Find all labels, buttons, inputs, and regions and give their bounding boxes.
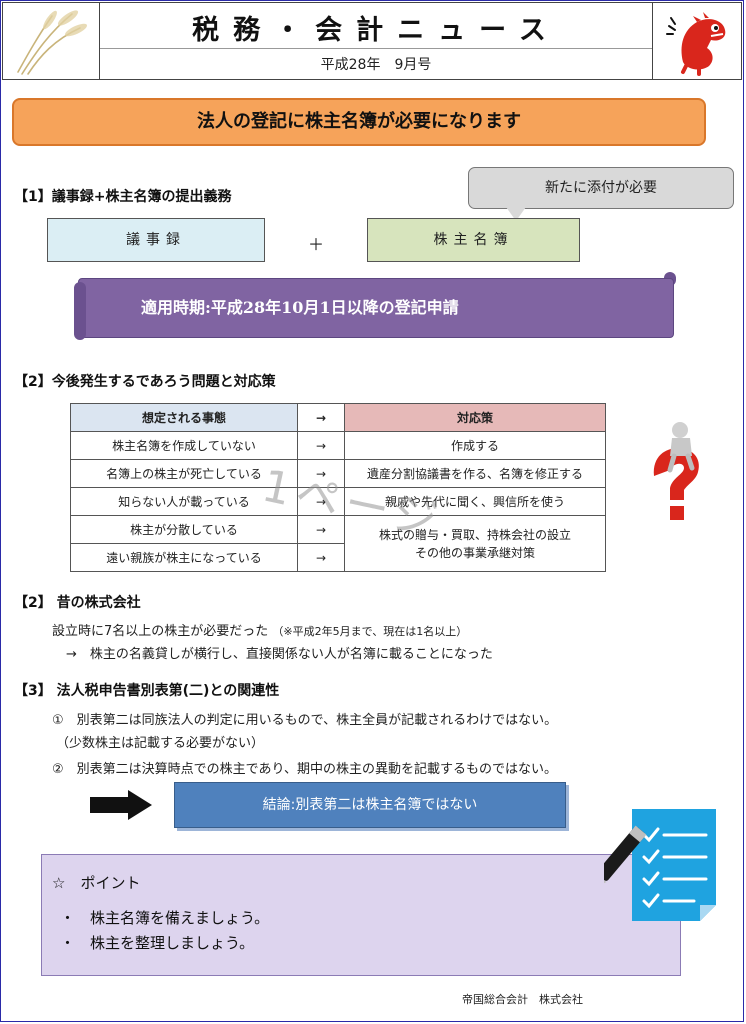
arrow-right-icon	[90, 797, 130, 813]
header-arrow: →	[297, 403, 345, 432]
question-mark-figure-icon	[653, 422, 699, 520]
table-row: 株主が分散している → 株式の贈与・買取、持株会社の設立 その他の事業承継対策	[70, 515, 606, 572]
dinosaur-mascot-icon	[666, 12, 726, 76]
scenario-cell: 遠い親族が株主になっている	[70, 543, 298, 572]
checklist-document-icon	[604, 809, 716, 921]
issue-date: 平成28年 9月号	[320, 57, 432, 73]
scenario-cell: 株主が分散している	[70, 515, 298, 544]
merged-line-1: 株式の贈与・買取、持株会社の設立	[378, 527, 571, 542]
table-row: 知らない人が載っている → 親戚や先代に聞く、興信所を使う	[70, 487, 606, 516]
merged-countermeasure-cell: 株式の贈与・買取、持株会社の設立 その他の事業承継対策	[344, 515, 606, 572]
merged-line-2: その他の事業承継対策	[414, 545, 535, 560]
scenario-cell: 知らない人が載っている	[70, 487, 298, 516]
arrow-cell: →	[297, 515, 345, 544]
callout-tail	[506, 207, 526, 221]
header-countermeasure: 対応策	[344, 403, 606, 432]
arrow-right-icon-head	[128, 790, 152, 820]
section1-heading: 【1】議事録+株主名簿の提出義務	[14, 189, 232, 205]
table-row: 遠い親族が株主になっている →	[70, 543, 606, 572]
point-item: ・ 株主名簿を備えましょう。	[60, 909, 270, 927]
old-company-note: （※平成2年5月まで、現在は1名以上）	[272, 625, 468, 638]
table-row: 名簿上の株主が死亡している → 遺産分割協議書を作る、名簿を修正する	[70, 459, 606, 488]
new-attachment-callout: 新たに添付が必要	[468, 167, 734, 209]
table-header-row: 想定される事態 → 対応策	[70, 403, 606, 432]
shareholder-register-box: 株主名簿	[367, 218, 580, 262]
section3-heading: 【2】 昔の株式会社	[14, 595, 141, 611]
headline-banner: 法人の登記に株主名簿が必要になります	[12, 98, 706, 146]
beppyo-item2: ② 別表第二は決算時点での株主であり、期中の株主の異動を記載するものではない。	[52, 762, 558, 777]
effective-date-scroll: 適用時期:平成28年10月1日以降の登記申請	[78, 278, 674, 338]
header-right-cell	[652, 2, 742, 80]
point-title: ☆ ポイント	[52, 874, 141, 892]
old-company-text: 設立時に7名以上の株主が必要だった	[52, 624, 269, 639]
plus-sign: ＋	[308, 235, 325, 254]
point-box	[41, 854, 681, 976]
old-company-line2: → 株主の名義貸しが横行し、直接関係ない人が名簿に載ることになった	[66, 647, 493, 662]
section2-heading: 【2】今後発生するであろう問題と対応策	[14, 374, 276, 390]
scenario-cell: 名簿上の株主が死亡している	[70, 459, 298, 488]
beppyo-item1-sub: （少数株主は記載する必要がない）	[56, 736, 265, 751]
pampas-grass-icon	[17, 10, 88, 75]
header	[2, 2, 742, 80]
countermeasure-cell: 作成する	[344, 431, 606, 460]
minutes-box: 議事録	[47, 218, 265, 262]
header-scenario: 想定される事態	[70, 403, 298, 432]
arrow-cell: →	[297, 431, 345, 460]
beppyo-item1: ① 別表第二は同族法人の判定に用いるもので、株主全員が記載されるわけではない。	[52, 713, 558, 728]
conclusion-box: 結論:別表第二は株主名簿ではない	[174, 782, 566, 828]
arrow-cell: →	[297, 543, 345, 572]
issues-table: 想定される事態 → 対応策 株主名簿を作成していない → 作成する 名簿上の株主…	[70, 403, 606, 572]
company-footer: 帝国総合会計 株式会社	[462, 993, 583, 1006]
header-left-cell	[2, 2, 100, 80]
countermeasure-cell: 遺産分割協議書を作る、名簿を修正する	[344, 459, 606, 488]
table-row: 株主名簿を作成していない → 作成する	[70, 431, 606, 460]
scenario-cell: 株主名簿を作成していない	[70, 431, 298, 460]
countermeasure-cell: 親戚や先代に聞く、興信所を使う	[344, 487, 606, 516]
arrow-cell: →	[297, 487, 345, 516]
header-divider	[100, 48, 652, 49]
newsletter-title: 税務・会計ニュース	[192, 15, 560, 46]
section4-heading: 【3】 法人税申告書別表第(二)との関連性	[14, 683, 280, 699]
old-company-line1: 設立時に7名以上の株主が必要だった （※平成2年5月まで、現在は1名以上）	[52, 620, 467, 639]
scroll-curl-left	[74, 282, 86, 340]
point-item: ・ 株主を整理しましょう。	[60, 934, 255, 952]
